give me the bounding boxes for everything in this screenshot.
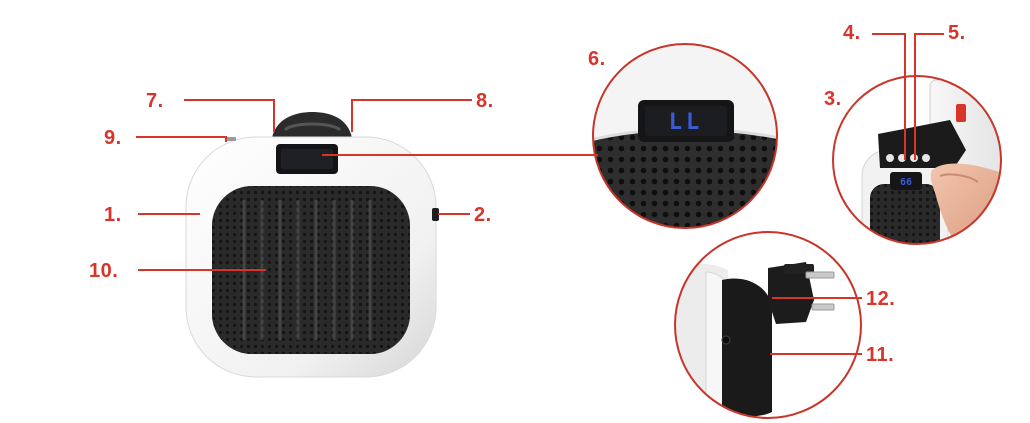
callout-7: 7. xyxy=(146,90,164,112)
main-heater xyxy=(185,112,439,378)
buttons-closeup-view xyxy=(833,76,1001,244)
callout-9: 9. xyxy=(104,127,122,149)
callout-10: 10. xyxy=(89,260,119,282)
leader-4 xyxy=(872,33,906,160)
plug-side-view xyxy=(675,232,861,418)
leader-5 xyxy=(914,33,944,160)
leader-7 xyxy=(184,99,275,132)
leader-lines xyxy=(136,33,944,355)
callout-5: 5. xyxy=(948,22,966,44)
leader-8 xyxy=(351,99,472,132)
callout-11: 11. xyxy=(866,344,895,366)
hand-view-display-digits: 66 xyxy=(900,177,912,188)
callout-12: 12. xyxy=(866,288,896,310)
callout-3: 3. xyxy=(824,88,842,110)
leader-9 xyxy=(136,136,227,142)
callout-2: 2. xyxy=(474,204,492,226)
callout-4: 4. xyxy=(843,22,861,44)
callout-8: 8. xyxy=(476,90,494,112)
closeup-display-digits: LL xyxy=(669,110,704,135)
callout-6: 6. xyxy=(588,48,606,70)
callout-1: 1. xyxy=(104,204,122,226)
